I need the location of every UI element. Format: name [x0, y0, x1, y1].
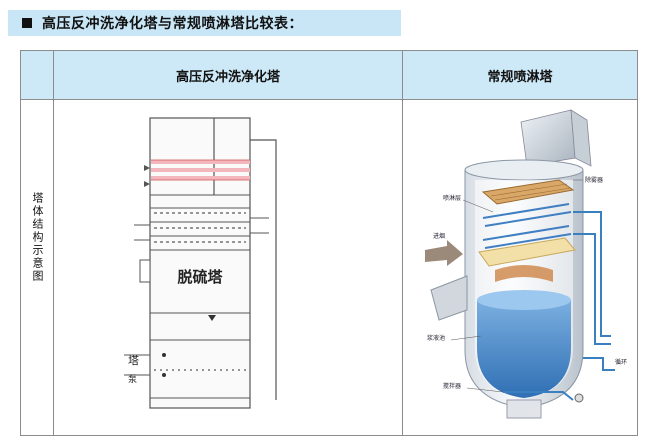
label-mist-eliminator: 除雾器: [585, 176, 603, 184]
row-label-cell: 塔体结构示意图: [21, 100, 53, 435]
high-pressure-tower-diagram: 脱硫塔 塔 泵: [54, 100, 402, 435]
section-title-bar: 高压反冲洗净化塔与常规喷淋塔比较表：: [8, 10, 401, 36]
label-spray-layer: 喷淋层: [443, 194, 461, 202]
label-circulation: 循环: [615, 358, 627, 366]
table-header-row: [21, 51, 637, 100]
row-label: 塔体结构示意图: [31, 192, 44, 283]
column-divider: [402, 51, 403, 435]
header-spray-tower: 常规喷淋塔: [487, 69, 553, 85]
header-high-pressure-tower: 高压反冲洗净化塔: [175, 69, 280, 85]
column-divider: [53, 51, 54, 435]
side-label-2: 泵: [128, 374, 137, 385]
label-slurry-pool: 浆液池: [427, 334, 445, 342]
bullet-square-icon: [22, 18, 32, 28]
section-title: 高压反冲洗净化塔与常规喷淋塔比较表：: [42, 16, 303, 32]
tower-center-label: 脱硫塔: [177, 268, 223, 286]
label-agitator: 搅拌器: [443, 382, 461, 390]
label-inlet: 进烟: [433, 232, 445, 240]
comparison-table: 高压反冲洗净化塔 常规喷淋塔 塔体结构示意图: [20, 50, 638, 436]
spray-tower-diagram: 除雾器 喷淋层 进烟 浆液池 搅拌器 循环: [403, 100, 637, 435]
side-label-1: 塔: [128, 354, 139, 367]
